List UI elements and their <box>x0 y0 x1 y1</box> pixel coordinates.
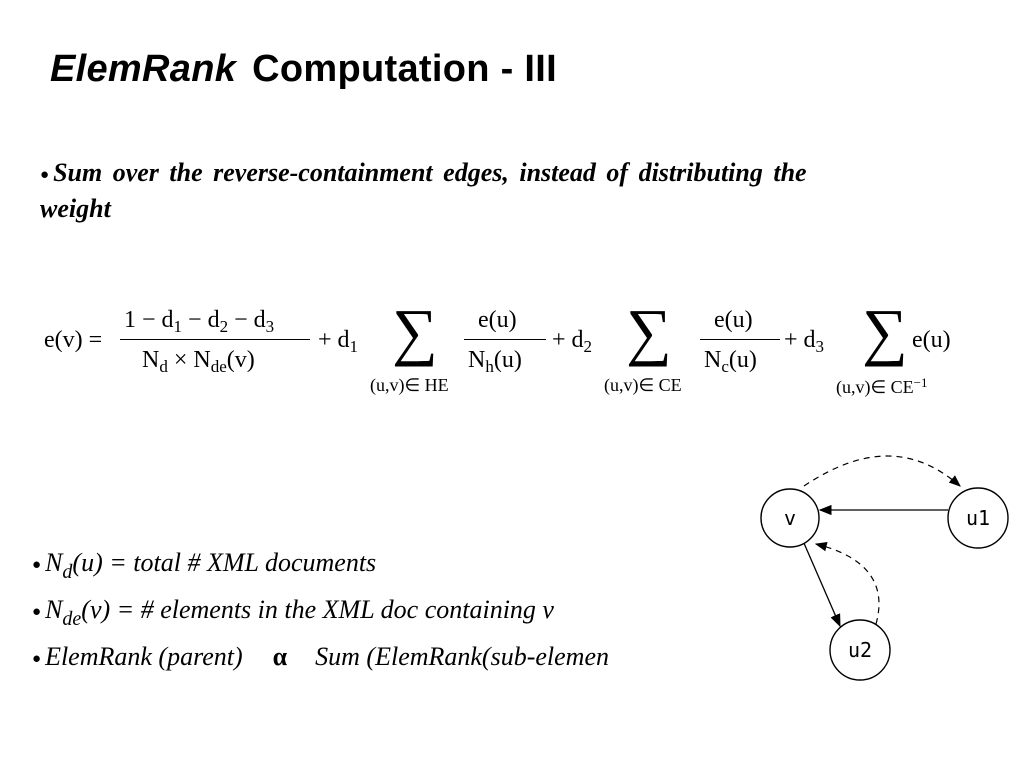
bullet-dot-icon: ● <box>40 167 50 184</box>
node-u2-label: u2 <box>848 638 872 662</box>
bullet-dot-icon: ● <box>32 651 42 668</box>
summation-2-icon: ∑ <box>626 296 672 367</box>
title-elemrank: ElemRank <box>50 48 237 90</box>
formula-idx2: (u,v)∈ CE <box>604 375 682 395</box>
dashed-edge-v-u1 <box>803 455 961 487</box>
node-v <box>760 488 820 548</box>
proportional-symbol: α <box>272 642 288 671</box>
bullet-dot-icon: ● <box>32 604 42 621</box>
formula-idx1: (u,v)∈ HE <box>370 375 449 395</box>
title-rest: Computation - III <box>252 48 557 90</box>
formula-frac1-num: 1 − d1 − d2 − d3 <box>124 307 275 336</box>
formula-tail: e(u) <box>912 327 951 353</box>
formula-frac3-num: e(u) <box>714 307 753 333</box>
summation-1-icon: ∑ <box>392 296 438 367</box>
containment-graph: v u1 u2 <box>754 448 1009 684</box>
formula-term3: + d3 <box>784 327 825 356</box>
bullet-dot-icon: ● <box>32 557 42 574</box>
intro-bullet: ●Sum over the reverse-containment edges,… <box>40 156 830 226</box>
formula-frac1-bar <box>120 339 310 341</box>
node-u1 <box>947 487 1009 549</box>
intro-text: Sum over the reverse-containment edges, … <box>40 158 807 224</box>
definition-nde: ●Nde(v) = # elements in the XML doc cont… <box>32 595 554 630</box>
definition-list: ●Nd(u) = total # XML documents ●Nde(v) =… <box>32 544 609 678</box>
formula-term2: + d2 <box>552 327 593 356</box>
dashed-edge-u2-v <box>814 541 880 625</box>
edge-v-u2 <box>799 533 841 628</box>
formula-term1: + d1 <box>318 327 359 356</box>
slide-title: ElemRank Computation - III <box>50 48 557 91</box>
elemrank-formula: e(v) = 1 − d1 − d2 − d3 Nd × Nde(v) + d1… <box>40 296 975 406</box>
summation-3-icon: ∑ <box>862 296 908 367</box>
formula-frac3-den: Nc(u) <box>704 347 757 376</box>
definition-nd: ●Nd(u) = total # XML documents <box>32 548 377 583</box>
formula-lhs: e(v) = <box>44 327 103 353</box>
formula-frac2-bar <box>464 339 546 341</box>
formula-frac3-bar <box>700 339 780 341</box>
formula-idx3: (u,v)∈ CE−1 <box>836 375 928 397</box>
node-v-label: v <box>784 506 796 530</box>
node-u1-label: u1 <box>966 506 990 530</box>
formula-frac1-den: Nd × Nde(v) <box>142 347 255 376</box>
formula-frac2-num: e(u) <box>478 307 517 333</box>
formula-frac2-den: Nh(u) <box>468 347 522 376</box>
node-u2 <box>829 619 891 681</box>
